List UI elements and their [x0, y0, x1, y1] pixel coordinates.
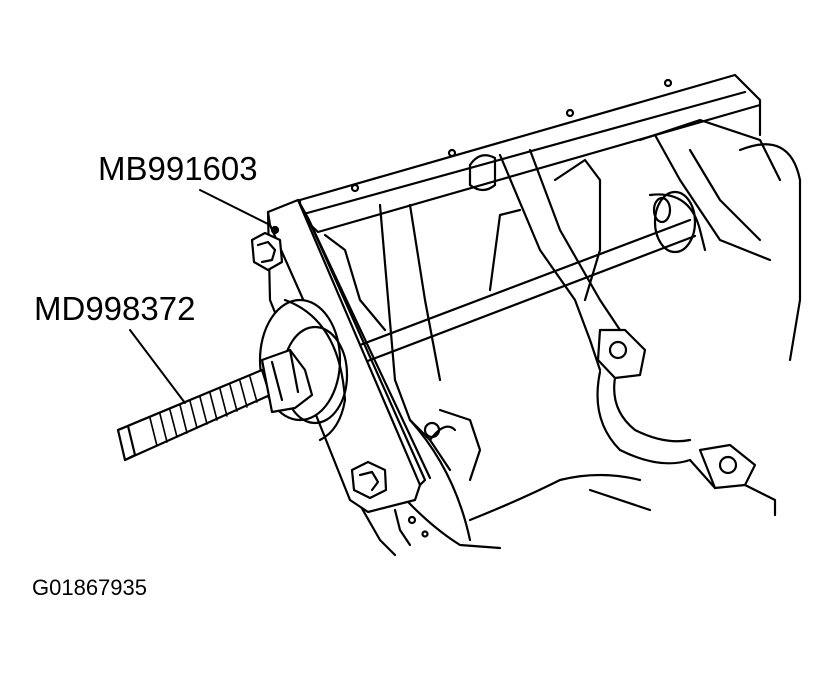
label-mb991603: MB991603 — [98, 150, 258, 187]
forcing-screw — [116, 348, 314, 462]
label-md998372: MD998372 — [34, 290, 196, 327]
puller-shaft — [358, 190, 707, 364]
engine-block — [298, 73, 802, 557]
leader-lines — [129, 189, 271, 404]
leader-md998372 — [129, 329, 186, 404]
leader-mb991603 — [199, 189, 271, 226]
figure-id-label: G01867935 — [32, 575, 147, 600]
